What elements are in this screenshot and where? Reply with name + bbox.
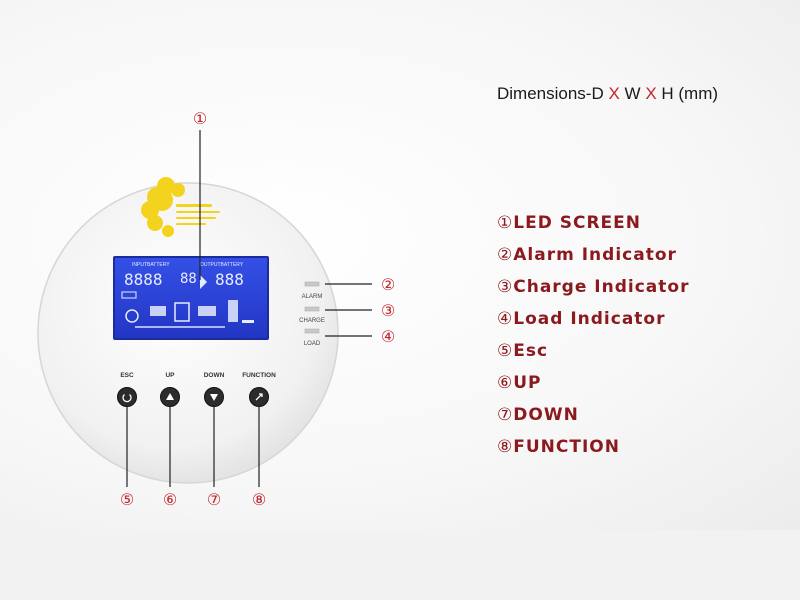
legend-item: ③Charge Indicator [497, 276, 689, 308]
down-label: DOWN [204, 372, 225, 379]
legend-item: ①LED SCREEN [497, 212, 689, 244]
lcd-bar-segment [242, 320, 254, 323]
down-button[interactable] [204, 387, 224, 407]
enter-icon [255, 393, 263, 401]
bottom-band [0, 530, 800, 600]
dimensions-title: Dimensions-D X W X H (mm) [497, 84, 718, 104]
legend-label: LED SCREEN [513, 213, 641, 233]
lcd-output-label: OUTPUTBATTERY [200, 262, 244, 268]
down-arrow-icon [210, 394, 218, 401]
legend-label: DOWN [513, 405, 579, 425]
legend-number: ⑧ [497, 437, 514, 457]
legend-label: UP [513, 373, 542, 393]
callout-5: ⑤ [120, 490, 134, 509]
callout-6: ⑥ [163, 490, 177, 509]
alarm-indicator: ALARM [302, 281, 323, 300]
load-label: LOAD [304, 341, 321, 347]
legend-list: ①LED SCREEN ②Alarm Indicator ③Charge Ind… [497, 212, 689, 468]
esc-label: ESC [120, 372, 134, 379]
led-screen: INPUTBATTERY OUTPUTBATTERY 8888 88 888 [113, 256, 269, 340]
lcd-digits-left: 8888 [124, 270, 163, 289]
dimensions-x-mark: X [645, 84, 657, 103]
lcd-arrow-icon [200, 275, 207, 289]
esc-button[interactable] [117, 387, 137, 407]
dimensions-prefix: Dimensions-D [497, 84, 609, 103]
lcd-battery-icon [121, 291, 137, 299]
alarm-label: ALARM [302, 294, 323, 300]
legend-label: Charge Indicator [513, 277, 690, 297]
legend-label: Load Indicator [513, 309, 666, 329]
legend-number: ① [497, 213, 514, 233]
lcd-digits-right: 888 [215, 270, 244, 289]
lcd-load-icon [228, 300, 238, 322]
legend-label: Esc [513, 341, 549, 361]
legend-label: FUNCTION [513, 437, 620, 457]
legend-number: ④ [497, 309, 514, 329]
power-icon [122, 393, 132, 403]
callout-7: ⑦ [207, 490, 221, 509]
brand-logo [141, 177, 220, 237]
legend-item: ②Alarm Indicator [497, 244, 689, 276]
legend-item: ⑤Esc [497, 340, 689, 372]
charge-label: CHARGE [299, 318, 325, 324]
legend-item: ⑧FUNCTION [497, 436, 689, 468]
leader-lines [126, 130, 372, 487]
up-arrow-icon [166, 393, 174, 400]
lcd-bar-segment [135, 326, 225, 328]
legend-number: ③ [497, 277, 514, 297]
callout-2: ② [381, 275, 395, 294]
legend-number: ⑦ [497, 405, 514, 425]
lcd-digits-mid: 88 [180, 271, 197, 287]
lcd-input-label: INPUTBATTERY [132, 262, 170, 268]
callout-4: ④ [381, 327, 395, 346]
lcd-battery-icon [198, 306, 216, 316]
legend-number: ⑥ [497, 373, 514, 393]
charge-indicator: CHARGE [299, 306, 325, 324]
legend-item: ⑦DOWN [497, 404, 689, 436]
legend-item: ④Load Indicator [497, 308, 689, 340]
dimensions-suffix: H (mm) [656, 84, 719, 103]
legend-item: ⑥UP [497, 372, 689, 404]
lcd-panel-icon [150, 306, 166, 316]
callout-3: ③ [381, 301, 395, 320]
up-button[interactable] [160, 387, 180, 407]
dimensions-x-mark: X [608, 84, 620, 103]
callout-8: ⑧ [252, 490, 266, 509]
lcd-inverter-icon [174, 302, 190, 322]
function-label: FUNCTION [242, 372, 276, 379]
legend-number: ⑤ [497, 341, 514, 361]
lcd-pv-icon [125, 309, 139, 323]
dimensions-mid: W [619, 84, 646, 103]
load-indicator: LOAD [304, 328, 321, 347]
callout-1: ① [193, 109, 207, 128]
legend-number: ② [497, 245, 514, 265]
function-button[interactable] [249, 387, 269, 407]
legend-label: Alarm Indicator [513, 245, 677, 265]
up-label: UP [165, 372, 175, 379]
